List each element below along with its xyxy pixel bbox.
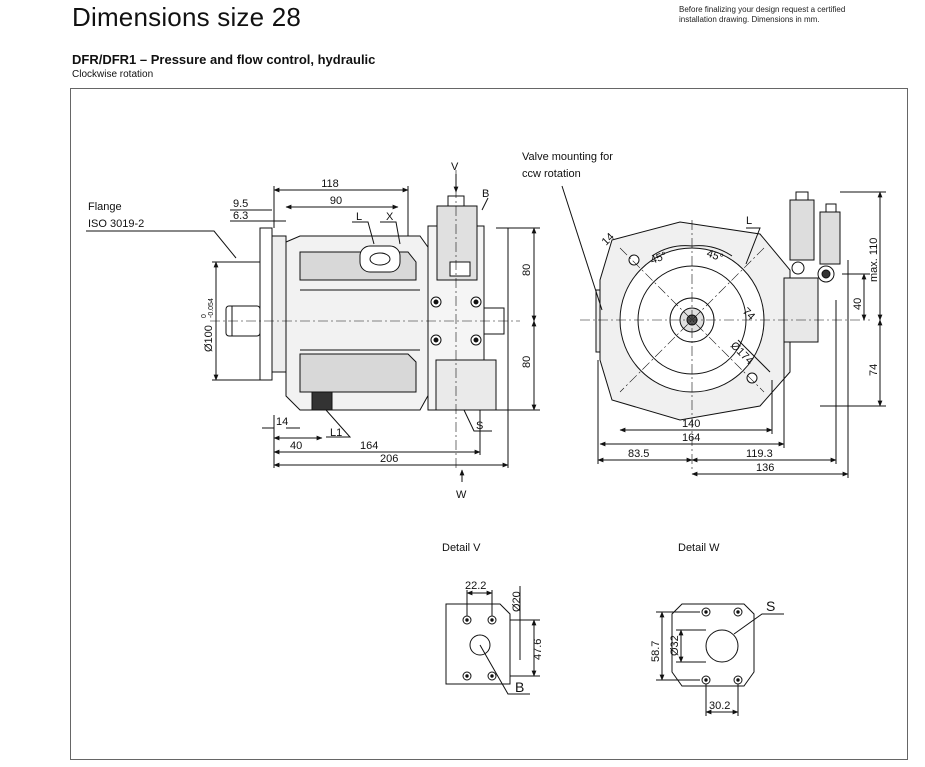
detail-w-title: Detail W — [678, 542, 720, 554]
port-l1-label: L1 — [330, 427, 342, 439]
dim-140: 140 — [682, 418, 700, 430]
dim-14: 14 — [276, 416, 288, 428]
section-subtitle: DFR/DFR1 – Pressure and flow control, hy… — [72, 52, 376, 67]
detail-w-port-s: S — [766, 598, 775, 614]
detail-v-title: Detail V — [442, 542, 481, 554]
valve-mounting-callout: Valve mounting for — [522, 151, 613, 163]
angle-45-left: 45° — [649, 250, 669, 267]
dim-164: 164 — [360, 440, 378, 452]
port-l-front: L — [746, 215, 752, 227]
dim-83-5: 83.5 — [628, 448, 649, 460]
side-view — [86, 170, 540, 482]
flange-standard: ISO 3019-2 — [88, 218, 144, 230]
dim-30-2: 30.2 — [709, 700, 730, 712]
angle-45-right: 45° — [705, 248, 725, 265]
dim-80-bottom: 80 — [521, 356, 533, 368]
dim-118: 118 — [321, 178, 339, 190]
dim-40: 40 — [290, 440, 302, 452]
dim-90: 90 — [330, 195, 342, 207]
control-valve-front — [789, 199, 815, 261]
rotation-label: Clockwise rotation — [72, 69, 154, 80]
mounting-flange — [259, 227, 273, 381]
flange-label: Flange — [88, 201, 122, 213]
port-b-label: B — [482, 188, 489, 200]
port-w-label: W — [456, 489, 467, 501]
valve-mounting-callout-2: ccw rotation — [522, 168, 581, 180]
page-title: Dimensions size 28 — [72, 2, 302, 32]
detail-w — [656, 603, 784, 716]
shaft-tol-upper: 0 — [201, 314, 208, 318]
drawing-frame — [70, 88, 908, 760]
dim-136: 136 — [756, 462, 774, 474]
port-s-label: S — [476, 420, 483, 432]
shaft-tol-lower: -0.054 — [208, 298, 215, 318]
dim-119-3: 119.3 — [746, 448, 773, 460]
design-note-line1: Before finalizing your design request a … — [679, 5, 846, 14]
dim-9-5: 9.5 — [233, 198, 248, 210]
front-view — [561, 185, 886, 478]
design-note: Before finalizing your design request a … — [679, 5, 919, 25]
dim-74-front: 74 — [868, 364, 880, 376]
dia-20: Ø20 — [511, 591, 523, 612]
port-l-label: L — [356, 211, 362, 223]
design-note-line2: installation drawing. Dimensions in mm. — [679, 15, 820, 24]
dim-6-3: 6.3 — [233, 210, 248, 222]
dim-206: 206 — [380, 453, 398, 465]
dim-164-front: 164 — [682, 432, 700, 444]
dim-58-7: 58.7 — [650, 641, 662, 662]
detail-v — [445, 586, 540, 695]
dim-22-2: 22.2 — [465, 580, 486, 592]
port-x-label: X — [386, 211, 394, 223]
dim-47-6: 47.6 — [532, 639, 544, 660]
shaft-diameter: Ø100 — [203, 325, 215, 352]
dia-32: Ø32 — [669, 635, 681, 656]
dim-max-110: max. 110 — [868, 238, 880, 282]
detail-v-port-b: B — [515, 679, 524, 695]
port-v-label: V — [451, 161, 459, 173]
dim-80-top: 80 — [521, 264, 533, 276]
dim-40-front: 40 — [852, 298, 864, 310]
